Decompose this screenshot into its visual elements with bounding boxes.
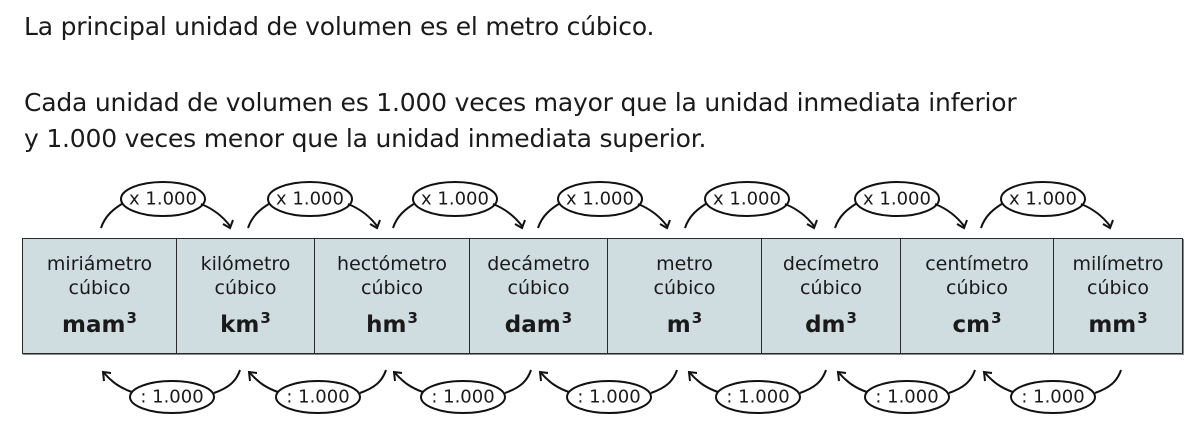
intro-text: La principal unidad de volumen es el met… (24, 12, 655, 41)
unit-symbol: dam3 (504, 308, 573, 338)
unit-cell-cm: centímetro cúbico cm3 (900, 238, 1054, 354)
unit-symbol: m3 (666, 308, 703, 338)
unit-symbol: dm3 (805, 308, 857, 338)
divide-label: : 1.000 (431, 386, 495, 408)
unit-symbol: cm3 (952, 308, 1002, 338)
divide-label: : 1.000 (286, 386, 350, 408)
multiply-label: x 1.000 (129, 188, 197, 210)
rule-text-line-1: Cada unidad de volumen es 1.000 veces ma… (24, 88, 1017, 117)
divide-label: : 1.000 (577, 386, 641, 408)
divide-label: : 1.000 (1021, 386, 1085, 408)
unit-cell-dam: decámetro cúbico dam3 (469, 238, 608, 354)
divide-label: : 1.000 (875, 386, 939, 408)
unit-cell-mm: milímetro cúbico mm3 (1053, 238, 1183, 354)
divide-label: : 1.000 (726, 386, 790, 408)
multiply-label: x 1.000 (713, 188, 781, 210)
multiply-label: x 1.000 (566, 188, 634, 210)
unit-symbol: hm3 (366, 308, 418, 338)
multiply-label: x 1.000 (421, 188, 489, 210)
unit-cell-km: kilómetro cúbico km3 (176, 238, 315, 354)
volume-units-table: miriámetro cúbico mam3 kilómetro cúbico … (22, 238, 1183, 354)
rule-text-line-2: y 1.000 veces menor que la unidad inmedi… (24, 124, 707, 153)
divide-label: : 1.000 (140, 386, 204, 408)
unit-cell-hm: hectómetro cúbico hm3 (314, 238, 470, 354)
multiply-label: x 1.000 (863, 188, 931, 210)
multiply-label: x 1.000 (276, 188, 344, 210)
multiply-label: x 1.000 (1009, 188, 1077, 210)
unit-symbol: mam3 (62, 308, 137, 338)
unit-symbol: mm3 (1088, 308, 1148, 338)
unit-cell-dm: decímetro cúbico dm3 (761, 238, 901, 354)
unit-symbol: km3 (220, 308, 271, 338)
unit-cell-m: metro cúbico m3 (607, 238, 762, 354)
